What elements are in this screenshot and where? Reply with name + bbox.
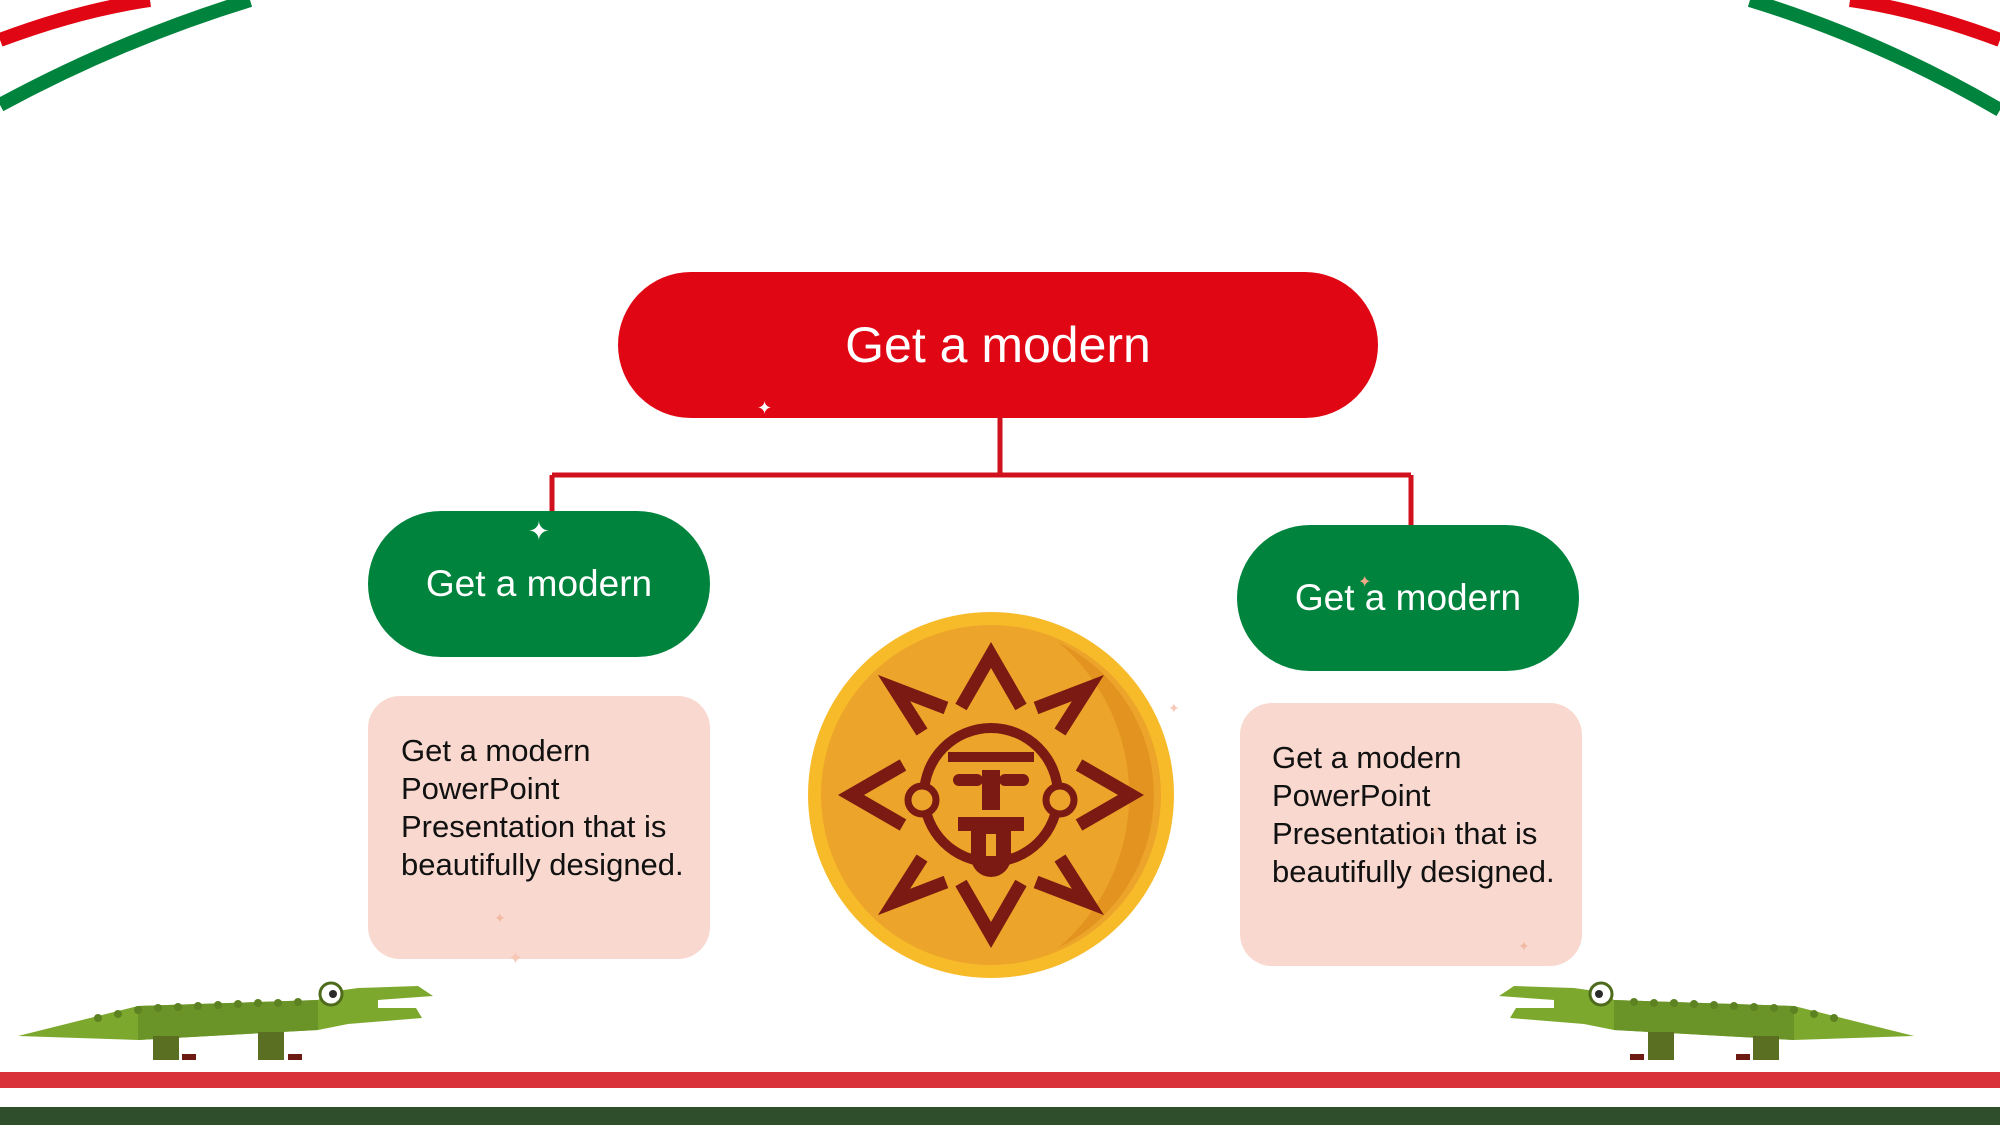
sparkle-icon: ✦ bbox=[508, 948, 524, 968]
connector-lines bbox=[549, 418, 1414, 525]
left-node: Get a modern bbox=[368, 511, 710, 657]
sparkle-icon: ✦ bbox=[494, 910, 506, 926]
right-node: Get a modern bbox=[1237, 525, 1579, 671]
right-node-label: Get a modern bbox=[1294, 577, 1522, 618]
right-description-box: Get a modern PowerPoint Presentation tha… bbox=[1240, 703, 1582, 966]
sparkle-icon: ✦ bbox=[1518, 938, 1530, 954]
top-node: Get a modern bbox=[618, 272, 1378, 418]
right-description-text: Get a modern PowerPoint Presentation tha… bbox=[1272, 740, 1555, 889]
sparkle-icon: ✦ bbox=[757, 398, 773, 418]
sparkle-icon: ✦ bbox=[1168, 700, 1180, 716]
bottom-red-stripe bbox=[0, 1072, 2000, 1088]
sparkle-icon: ✦ bbox=[528, 516, 550, 546]
sparkle-icon: ✦ bbox=[1358, 574, 1372, 591]
aztec-sun-icon bbox=[808, 612, 1174, 978]
bottom-white-stripe bbox=[0, 1088, 2000, 1107]
crocodile-icon bbox=[1499, 981, 1914, 1060]
left-description-box: Get a modern PowerPoint Presentation tha… bbox=[368, 696, 710, 959]
top-left-ribbon bbox=[0, 0, 253, 112]
top-node-label: Get a modern bbox=[845, 317, 1151, 373]
left-node-label: Get a modern bbox=[425, 563, 653, 604]
bottom-green-stripe bbox=[0, 1107, 2000, 1125]
top-right-ribbon bbox=[1747, 0, 2000, 117]
crocodile-icon bbox=[18, 981, 433, 1060]
left-description-text: Get a modern PowerPoint Presentation tha… bbox=[401, 733, 684, 882]
sparkle-icon: ✦ bbox=[1428, 822, 1445, 844]
